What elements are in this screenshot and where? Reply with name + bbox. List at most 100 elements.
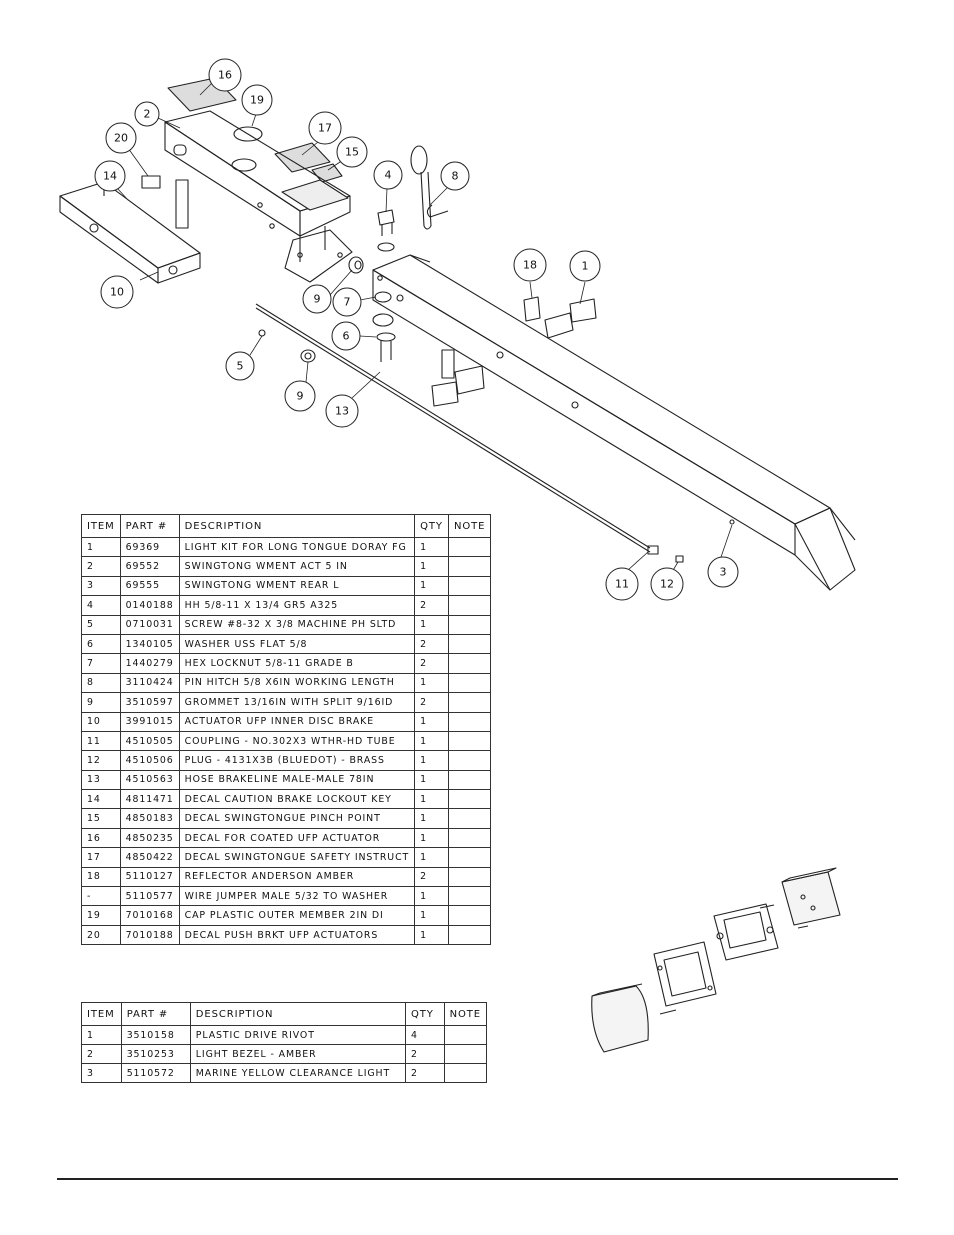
table-cell (447, 672, 492, 694)
callout-label: 9 (297, 390, 304, 403)
callout-7 (332, 287, 362, 317)
screw-5 (258, 329, 266, 337)
table-cell: 1 (414, 536, 449, 558)
column-header: DESCRIPTION (178, 514, 416, 538)
table-cell: DECAL CAUTION BRAKE LOCKOUT KEY (178, 789, 416, 810)
table-cell: 2 (81, 1044, 122, 1064)
table-cell: SCREW #8-32 X 3/8 MACHINE PH SLTD (178, 614, 416, 635)
callout-label: 7 (344, 296, 351, 309)
table-header-row: ITEM PART # DESCRIPTION QTY NOTE (81, 1002, 488, 1026)
table-cell: DECAL FOR COATED UFP ACTUATOR (178, 827, 416, 849)
table-cell: 17 (81, 847, 121, 868)
table-cell: 20 (81, 924, 121, 946)
callout-5 (225, 351, 255, 381)
table-cell: HEX LOCKNUT 5/8-11 GRADE B (178, 653, 416, 674)
table-cell: DECAL SWINGTONGUE PINCH POINT (178, 808, 416, 829)
table-cell: HOSE BRAKELINE MALE-MALE 78IN (178, 769, 416, 791)
callout-18 (513, 248, 547, 282)
callout-label: 16 (218, 69, 232, 82)
callout-label: 17 (318, 122, 332, 135)
table-cell: 2 (404, 1063, 445, 1083)
column-header: DESCRIPTION (189, 1002, 406, 1026)
table-cell: 2 (414, 595, 449, 616)
table-cell (447, 866, 492, 888)
table-cell (443, 1025, 488, 1045)
table-cell: 1 (414, 905, 449, 926)
table-cell: 1 (414, 672, 449, 694)
table-cell (447, 789, 492, 810)
table-cell: 4510563 (119, 769, 180, 791)
callout-9a (302, 284, 332, 314)
table-cell: LIGHT KIT FOR LONG TONGUE DORAY FG (178, 536, 416, 558)
swing-tongue-weldment-2 (164, 110, 353, 283)
callout-label: 11 (615, 578, 629, 591)
table-cell: 69369 (119, 536, 180, 558)
table-cell: 1 (414, 730, 449, 752)
table-cell: ACTUATOR UFP INNER DISC BRAKE (178, 711, 416, 732)
brake-hose-13 (255, 303, 651, 553)
table-cell (447, 692, 492, 713)
table-cell: 1 (414, 711, 449, 732)
table-cell: 1 (414, 789, 449, 810)
callout-2 (134, 101, 160, 127)
light-kit-detail (591, 867, 841, 1053)
hitch-pin-8 (410, 145, 449, 230)
callout-label: 12 (660, 578, 674, 591)
callout-12 (650, 567, 684, 601)
table-cell (447, 595, 492, 616)
rear-weldment-3 (372, 254, 856, 591)
table-cell: 1 (414, 750, 449, 771)
table-cell: SWINGTONG WMENT REAR L (178, 575, 416, 597)
table-cell: 5110577 (119, 886, 180, 907)
callout-6 (331, 321, 361, 351)
column-header: QTY (404, 1002, 445, 1026)
table-cell: 3510253 (120, 1044, 191, 1064)
table-cell: PIN HITCH 5/8 X6IN WORKING LENGTH (178, 672, 416, 694)
callout-label: 18 (523, 259, 537, 272)
table-cell: 5110127 (119, 866, 180, 888)
callout-17 (308, 111, 342, 145)
table-cell: 6 (81, 633, 121, 655)
table-cell (443, 1063, 488, 1083)
table-cell: 11 (81, 730, 121, 752)
callout-8 (440, 161, 470, 191)
table-cell: 8 (81, 672, 121, 694)
callout-13 (325, 394, 359, 428)
table-cell: 3510158 (120, 1025, 191, 1045)
table-cell: 7010188 (119, 924, 180, 946)
table-cell: 2 (414, 866, 449, 888)
table-cell: GROMMET 13/16IN WITH SPLIT 9/16ID (178, 692, 416, 713)
table-cell: LIGHT BEZEL - AMBER (189, 1044, 406, 1064)
table-cell: 1 (81, 1025, 122, 1045)
table-cell: DECAL SWINGTONGUE SAFETY INSTRUCT (178, 847, 416, 868)
callout-label: 6 (343, 330, 350, 343)
table-cell: 9 (81, 692, 121, 713)
callout-label: 8 (452, 170, 459, 183)
table-cell: - (81, 886, 121, 907)
coupling-11 (647, 545, 659, 555)
table-cell: 3991015 (119, 711, 180, 732)
table-cell: 4 (81, 595, 121, 616)
decal-17 (274, 142, 331, 173)
callout-label: 10 (110, 286, 124, 299)
table-cell: 2 (414, 653, 449, 674)
table-cell (447, 536, 492, 558)
table-cell (447, 750, 492, 771)
callout-10 (100, 275, 134, 309)
table-cell: MARINE YELLOW CLEARANCE LIGHT (189, 1063, 406, 1083)
callout-9b (284, 380, 316, 412)
table-cell: 12 (81, 750, 121, 771)
table-cell: 4510506 (119, 750, 180, 771)
table-cell: 3510597 (119, 692, 180, 713)
table-cell: 1440279 (119, 653, 180, 674)
column-header: ITEM (81, 1002, 122, 1026)
cap-19 (233, 126, 263, 142)
